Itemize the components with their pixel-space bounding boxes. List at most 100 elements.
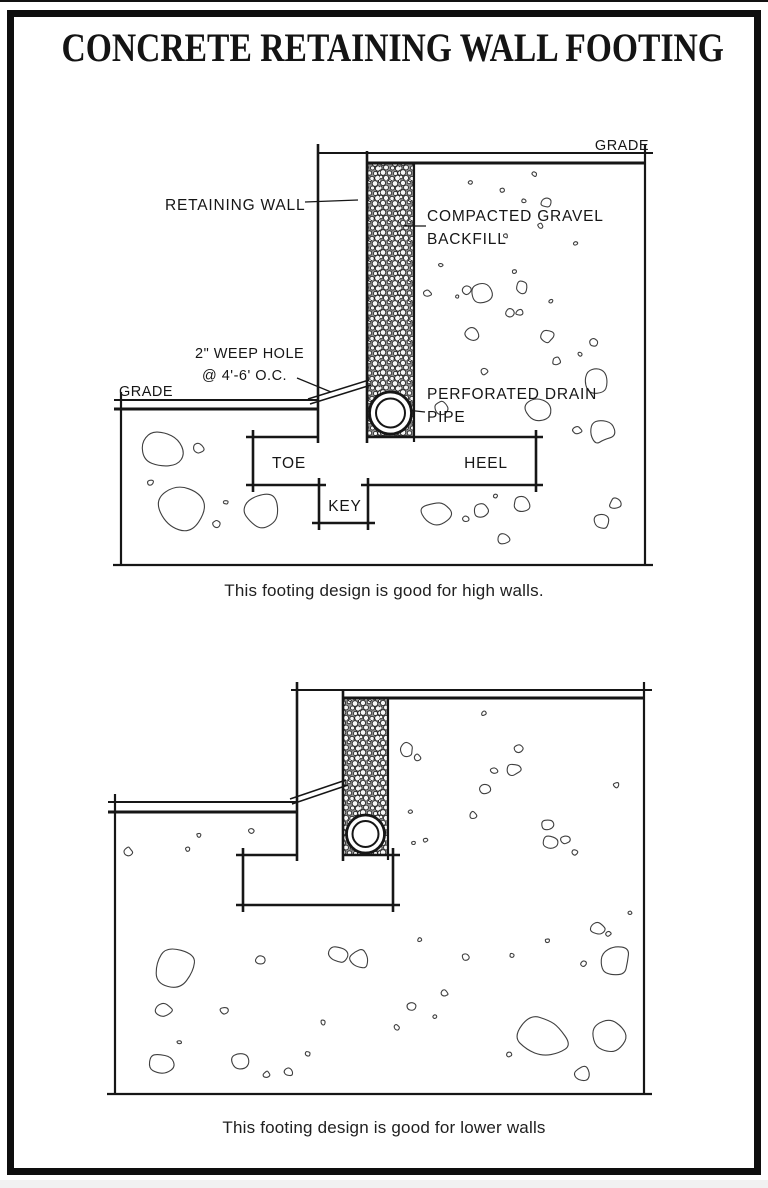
soil-stone [196, 832, 202, 838]
heel-label: HEEL [464, 455, 508, 472]
soil-stone [589, 338, 599, 347]
soil-stone [605, 930, 612, 937]
low-wall-diagram [107, 682, 652, 1096]
drain-pipe-inner-ring [351, 820, 380, 848]
page-title: CONCRETE RETAINING WALL FOOTING [61, 25, 724, 70]
soil-stone [531, 171, 538, 177]
soil-stone [411, 840, 416, 846]
soil-stone [516, 1016, 569, 1056]
soil-stone [577, 351, 583, 357]
weep-leader [296, 377, 332, 393]
soil-stone [516, 280, 528, 295]
soil-stone [627, 910, 633, 915]
soil-stone [219, 1006, 229, 1015]
drain-pipe-label-line1: PERFORATED DRAIN [427, 386, 597, 403]
page-border-frame [7, 10, 761, 1175]
soil-stone [327, 946, 349, 963]
soil-stone [537, 222, 544, 229]
soil-stone [489, 767, 499, 774]
soil-stone [573, 1065, 590, 1082]
low-wall-outlines [107, 682, 652, 1096]
soil-stone [461, 953, 470, 961]
soil-stone [455, 294, 460, 299]
key-label: KEY [328, 498, 361, 515]
soil-stone [502, 233, 508, 239]
soil-stone [123, 846, 134, 857]
caption-high-walls: This footing design is good for high wal… [224, 581, 544, 600]
soil-stone [515, 308, 524, 316]
soil-stone [580, 960, 587, 968]
soil-stone [406, 1002, 417, 1011]
soil-stone [540, 329, 555, 344]
soil-stone [560, 835, 571, 845]
soil-stone [393, 1024, 400, 1031]
soil-stone [176, 1040, 183, 1045]
soil-stone [141, 431, 184, 467]
soil-stone [552, 356, 562, 366]
soil-stone [231, 1053, 250, 1070]
soil-stone [193, 442, 205, 454]
soil-stone [146, 479, 154, 486]
retaining-wall-label: RETAINING WALL [165, 197, 305, 214]
soil-stone [609, 497, 622, 509]
soil-stone [541, 819, 555, 831]
high-wall-diagram: GRADE GRADE RETAINING WALL COMPACTED GRA… [113, 138, 653, 567]
soil-stone [481, 710, 487, 716]
backfill-label-line2: BACKFILL [427, 231, 507, 248]
soil-stone [222, 500, 229, 505]
soil-stone [417, 937, 423, 943]
soil-stone [283, 1067, 294, 1077]
soil-stone [154, 1002, 173, 1017]
caption-low-walls: This footing design is good for lower wa… [222, 1118, 546, 1137]
soil-stones [141, 171, 622, 545]
soil-stone [524, 398, 552, 422]
soil-stone [540, 197, 552, 208]
soil-stone [155, 948, 195, 988]
soil-stone [506, 1051, 513, 1058]
page-bottom-strip [0, 1180, 768, 1188]
soil-stone [600, 946, 630, 976]
grade-label-left: GRADE [119, 384, 173, 400]
soil-stone [262, 1070, 271, 1078]
soil-stone [571, 849, 579, 856]
soil-stone [184, 846, 191, 852]
weep-hole-label-line2: @ 4'-6' O.C. [202, 368, 287, 384]
soil-stone [471, 282, 493, 304]
soil-stone [511, 269, 518, 275]
soil-stone [212, 519, 221, 529]
soil-stone [479, 783, 492, 795]
soil-stone [304, 1051, 311, 1057]
retaining-wall-leader [304, 199, 359, 203]
soil-stone [243, 493, 279, 529]
soil-stone [505, 308, 515, 318]
soil-stone [589, 921, 606, 935]
soil-stone [469, 810, 478, 820]
toe-label: TOE [272, 455, 306, 472]
perforated-drain-pipe [345, 813, 386, 855]
perforated-drain-pipe [368, 390, 413, 436]
soil-stone [461, 285, 472, 296]
drain-pipe-inner-ring [375, 397, 406, 429]
soil-stone [612, 782, 620, 789]
soil-stone [548, 298, 554, 304]
soil-stone [593, 513, 610, 529]
soil-stone [254, 955, 266, 965]
soil-stone [157, 486, 205, 532]
soil-stone [571, 425, 583, 435]
soil-stone [434, 400, 449, 416]
soil-stone [492, 493, 499, 499]
backfill-label-line1: COMPACTED GRAVEL [427, 208, 604, 225]
soil-stone [499, 187, 505, 193]
soil-stone [590, 420, 616, 444]
soil-stone [467, 180, 473, 185]
soil-stone [437, 263, 444, 268]
soil-stone [399, 741, 413, 758]
soil-stone [506, 763, 522, 777]
soil-stone [422, 837, 429, 843]
soil-stone [542, 835, 559, 849]
soil-stones [123, 710, 633, 1082]
soil-stone [572, 241, 579, 246]
soil-stone [320, 1019, 326, 1026]
weep-hole-label-line1: 2" WEEP HOLE [195, 346, 304, 362]
